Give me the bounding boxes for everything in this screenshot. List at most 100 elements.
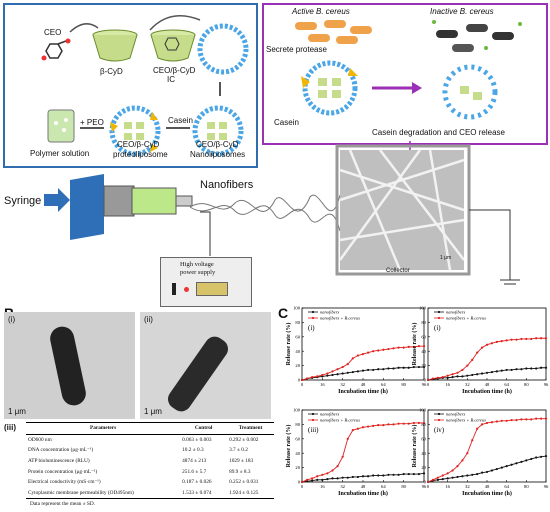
- cell: 0.292 ± 0.002: [229, 436, 259, 443]
- data-point: [305, 478, 309, 481]
- x-tick-label: 80: [401, 382, 406, 387]
- data-point: [520, 418, 523, 421]
- data-point: [300, 480, 304, 484]
- inactive-bcereus-label: Inactive B. cereus: [430, 7, 494, 16]
- ceo-label: CEO: [44, 28, 62, 37]
- data-point: [356, 354, 360, 357]
- y-axis-label: Release rate (%): [285, 425, 292, 468]
- power-supply-box: [160, 257, 252, 307]
- data-point: [387, 367, 390, 370]
- data-point: [451, 376, 454, 379]
- legend-label: nanofibers: [320, 310, 339, 315]
- data-point: [510, 418, 513, 422]
- img-ii-label: (ii): [144, 315, 153, 324]
- data-point: [471, 473, 474, 476]
- data-point: [402, 472, 405, 476]
- series-line: [301, 345, 424, 381]
- cell: 89.9 ± 8.3: [229, 468, 251, 475]
- data-point: [441, 478, 444, 481]
- legend-marker: [311, 310, 315, 314]
- data-point: [351, 429, 354, 432]
- data-point: [451, 469, 454, 472]
- ceo-molecule-icon: [41, 38, 71, 61]
- data-point: [471, 358, 474, 361]
- y-tick-label: 100: [293, 306, 301, 311]
- data-point: [387, 423, 390, 426]
- data-point: [530, 367, 533, 370]
- data-point: [490, 370, 494, 374]
- x-axis-label: Incubation time (h): [338, 490, 388, 497]
- mechanism-casein-label: Casein: [274, 118, 299, 127]
- polymer-solution-label: Polymer solution: [30, 149, 90, 158]
- data-point: [417, 472, 421, 476]
- data-point: [510, 368, 513, 372]
- data-point: [500, 466, 503, 469]
- data-point: [387, 347, 390, 351]
- x-tick-label: 96: [422, 382, 427, 387]
- y-tick-label: 40: [421, 451, 426, 456]
- y-tick-label: 0: [298, 480, 301, 485]
- syringe-label: Syringe: [4, 195, 42, 207]
- x-tick-label: 80: [524, 484, 529, 489]
- data-point: [422, 421, 426, 425]
- data-point: [407, 366, 410, 369]
- data-point: [387, 473, 390, 476]
- power-switch: [172, 283, 176, 295]
- legend-label: nanofibers + B.cereus: [320, 316, 360, 321]
- data-point: [351, 370, 354, 374]
- data-point: [544, 417, 548, 420]
- data-point: [356, 475, 360, 479]
- nanoliposome-label-2: Nanoliposomes: [190, 150, 246, 159]
- header-treatment: Treatment: [227, 422, 274, 435]
- y-tick-label: 0: [424, 480, 427, 485]
- data-point: [505, 368, 508, 372]
- sem-scale-label: 1 μm: [440, 255, 452, 261]
- data-point: [441, 474, 444, 477]
- data-point: [366, 368, 370, 372]
- data-point: [436, 478, 439, 481]
- legend-marker: [311, 316, 315, 320]
- data-point: [530, 337, 533, 341]
- tem-treated-image: [140, 312, 271, 419]
- data-point: [397, 366, 400, 369]
- ic-label-line1: CEO/β-CyD: [153, 66, 196, 75]
- y-tick-label: 40: [295, 451, 300, 456]
- purple-arrow: [372, 82, 422, 94]
- x-tick-label: 48: [485, 382, 490, 387]
- data-point: [326, 478, 329, 481]
- y-tick-label: 60: [295, 436, 300, 441]
- electrospinning-jet: [189, 194, 341, 232]
- x-tick-label: 16: [445, 382, 450, 387]
- header-parameters: Parameters: [26, 422, 181, 435]
- data-point: [366, 475, 370, 478]
- x-tick-label: 64: [381, 382, 386, 387]
- y-tick-label: 80: [295, 422, 300, 427]
- data-point: [326, 372, 329, 375]
- data-point: [431, 377, 435, 380]
- beta-cyd-label: β-CyD: [100, 67, 123, 76]
- data-point: [372, 350, 375, 353]
- legend-marker: [311, 412, 315, 416]
- legend-label: nanofibers: [446, 310, 465, 315]
- syringe-icon: [44, 174, 193, 240]
- data-point: [356, 370, 360, 373]
- data-point: [361, 352, 365, 356]
- cell: Protein concentration (μg·mL⁻¹): [28, 468, 98, 475]
- data-point: [346, 363, 349, 366]
- data-point: [402, 366, 405, 369]
- x-tick-label: 96: [544, 484, 549, 489]
- data-point: [377, 368, 380, 371]
- data-point: [341, 365, 344, 369]
- y-tick-label: 20: [421, 363, 426, 368]
- table-row: Electrical conductivity (mS·cm⁻¹)0.187 ±…: [26, 477, 274, 488]
- data-point: [366, 351, 370, 354]
- data-point: [326, 472, 329, 475]
- data-point: [466, 364, 469, 367]
- y-tick-label: 20: [295, 465, 300, 470]
- cell: 10.2 ± 0.3: [182, 447, 204, 454]
- data-point: [525, 337, 528, 341]
- data-point: [407, 422, 410, 425]
- cell: Cytoplasmic membrane permeability (OD495…: [26, 487, 181, 500]
